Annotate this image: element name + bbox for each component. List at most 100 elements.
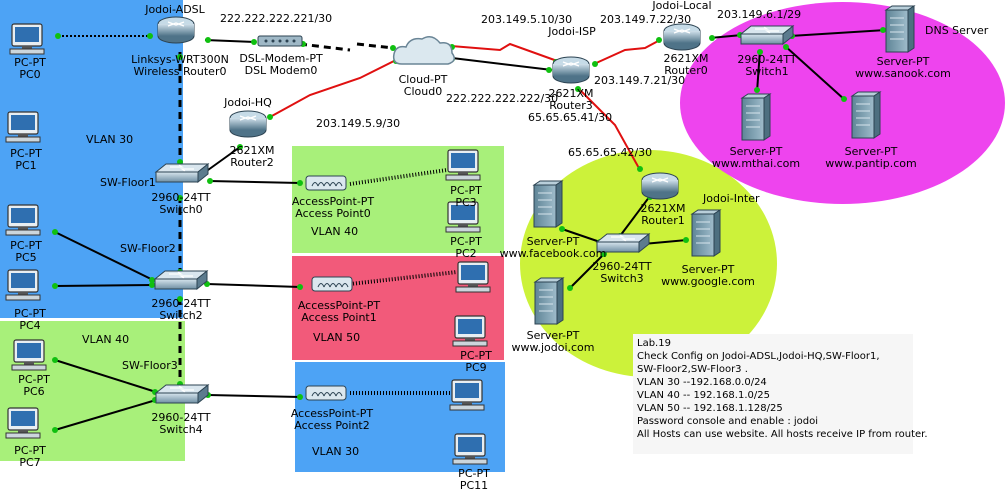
pc9-icon[interactable] <box>452 315 488 347</box>
link-cloud0-router3-serial <box>450 42 561 63</box>
link-pc7-switch4 <box>54 399 157 431</box>
pc2-icon[interactable] <box>445 201 481 233</box>
link-router2-cloud0 <box>269 59 397 118</box>
link-switch2-ap1 <box>206 283 301 288</box>
link-switch1-pantip <box>784 45 846 101</box>
switch4-hostname: SW-Floor3 <box>122 359 178 372</box>
note-line: VLAN 50 -- 192.168.1.128/25 <box>637 403 783 414</box>
dns-server-label: DNS Server <box>925 24 989 37</box>
switch1-icon[interactable] <box>739 24 795 46</box>
ip-local-r3: 203.149.7.21/30 <box>594 74 686 87</box>
server-jodoi-icon[interactable] <box>533 277 565 325</box>
link-router3-router0 <box>593 39 661 65</box>
vlan30-left-label: VLAN 30 <box>86 133 134 146</box>
jodoi-inter-label: Jodoi-Inter <box>703 192 760 205</box>
note-line: Password console and enable : jodoi <box>637 416 819 427</box>
server-pantip-icon[interactable] <box>850 91 882 139</box>
link-switch1-mthai <box>756 49 761 93</box>
pc6-icon[interactable] <box>11 339 47 371</box>
router3-icon[interactable] <box>552 56 590 84</box>
router1-icon[interactable] <box>641 172 679 200</box>
wireless-router0-icon[interactable] <box>157 16 195 44</box>
vlan40-ap0-label: VLAN 40 <box>311 225 359 238</box>
switch2-hostname: SW-Floor2 <box>120 242 176 255</box>
link-switch1-sanook <box>789 29 887 37</box>
pc0-icon[interactable] <box>9 23 45 55</box>
pc5-icon[interactable] <box>5 204 41 236</box>
server-sanook-icon[interactable] <box>884 5 916 53</box>
link-dslmodem0-cloud0-a <box>299 42 351 52</box>
link-switch0-ap0 <box>208 180 301 184</box>
ip-wan-adsl: 222.222.222.221/30 <box>220 12 333 25</box>
access-point0-icon[interactable] <box>305 175 347 191</box>
wlink-ap0-pc3 <box>349 168 448 186</box>
pc11-icon[interactable] <box>452 433 488 465</box>
ip-hq-cloud: 203.149.5.9/30 <box>316 117 401 130</box>
server-facebook-icon[interactable] <box>532 180 564 228</box>
note-line: All Hosts can use website. All hosts rec… <box>637 429 928 440</box>
router0-hostname: Jodoi-Local <box>652 0 712 12</box>
link-switch3-router1 <box>619 195 651 237</box>
switch4-icon[interactable] <box>154 383 210 405</box>
link-pc6-switch4 <box>54 359 157 393</box>
vlan50-ap1-label: VLAN 50 <box>313 331 361 344</box>
pc7-icon[interactable] <box>5 407 41 439</box>
switch3-icon[interactable] <box>595 232 651 254</box>
link-cloud0-router3 <box>451 57 553 71</box>
pc4-icon[interactable] <box>5 269 41 301</box>
switch0-hostname: SW-Floor1 <box>100 176 156 189</box>
pc1-icon[interactable] <box>5 111 41 143</box>
serial-links <box>269 39 661 171</box>
trunk-links <box>178 42 394 384</box>
switch0-icon[interactable] <box>154 162 210 184</box>
link-pc5-switch2 <box>54 231 154 281</box>
pc8-icon[interactable] <box>455 261 491 293</box>
ip-wan-cloud-r3: 222.222.222.222/30 <box>446 92 559 105</box>
vlan40-left-label: VLAN 40 <box>82 333 130 346</box>
link-router0-switch1 <box>709 34 743 39</box>
note-line: SW-Floor2,SW-Floor3 . <box>637 364 748 375</box>
lab-instructions-note[interactable]: Lab.19 Check Config on Jodoi-ADSL,Jodoi-… <box>633 334 928 454</box>
access-point1-icon[interactable] <box>311 276 353 292</box>
pc3-icon[interactable] <box>445 149 481 181</box>
server-mthai-icon[interactable] <box>740 93 772 141</box>
note-line: VLAN 30 --192.168.0.0/24 <box>637 377 767 388</box>
pc10-icon[interactable] <box>449 379 485 411</box>
ip-inter-r3: 65.65.65.41/30 <box>528 111 613 124</box>
server-google-icon[interactable] <box>690 209 722 257</box>
router2-icon[interactable] <box>229 110 267 138</box>
router0-icon[interactable] <box>663 23 701 51</box>
link-jodoi-switch3 <box>569 253 605 289</box>
wireless-links <box>349 168 458 395</box>
ip-local-r0: 203.149.7.22/30 <box>600 13 692 26</box>
ip-inter-r1: 65.65.65.42/30 <box>568 146 653 159</box>
dsl-modem0-icon[interactable] <box>257 35 303 47</box>
switch2-icon[interactable] <box>153 269 209 291</box>
cloud0-icon[interactable] <box>392 36 455 65</box>
access-point2-icon[interactable] <box>305 385 347 401</box>
link-switch4-ap2 <box>207 394 301 398</box>
wrouter0-hostname: Jodoi-ADSL <box>145 3 205 16</box>
router3-hostname: Jodoi-ISP <box>548 25 596 38</box>
